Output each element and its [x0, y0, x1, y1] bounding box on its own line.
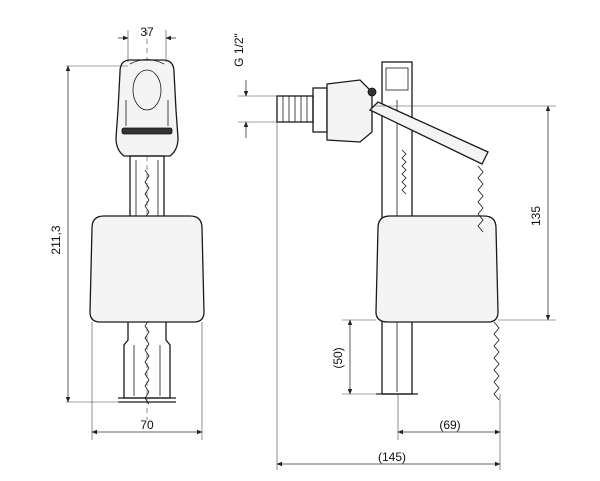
dim-lower-height: (50): [331, 347, 345, 368]
front-lower-stem: [123, 322, 171, 399]
front-top-cap: [115, 59, 179, 157]
side-valve-head: [326, 79, 373, 143]
dim-offset: (69): [439, 418, 460, 432]
dim-top-width: 37: [140, 25, 154, 39]
side-chain: [477, 165, 500, 401]
side-lever-arm: [368, 101, 489, 165]
side-view: G 1/2" 135 (50) (69) (145): [232, 33, 556, 470]
front-float-body: [89, 215, 205, 323]
dim-bottom-width: 70: [140, 418, 154, 432]
dim-thread: G 1/2": [232, 33, 246, 67]
dim-height: 211,3: [49, 225, 63, 254]
dim-side-height: 135: [529, 206, 543, 226]
side-float-body: [375, 215, 499, 323]
dim-total-width: (145): [378, 450, 406, 464]
front-view: 37 211,3 70: [49, 25, 205, 440]
